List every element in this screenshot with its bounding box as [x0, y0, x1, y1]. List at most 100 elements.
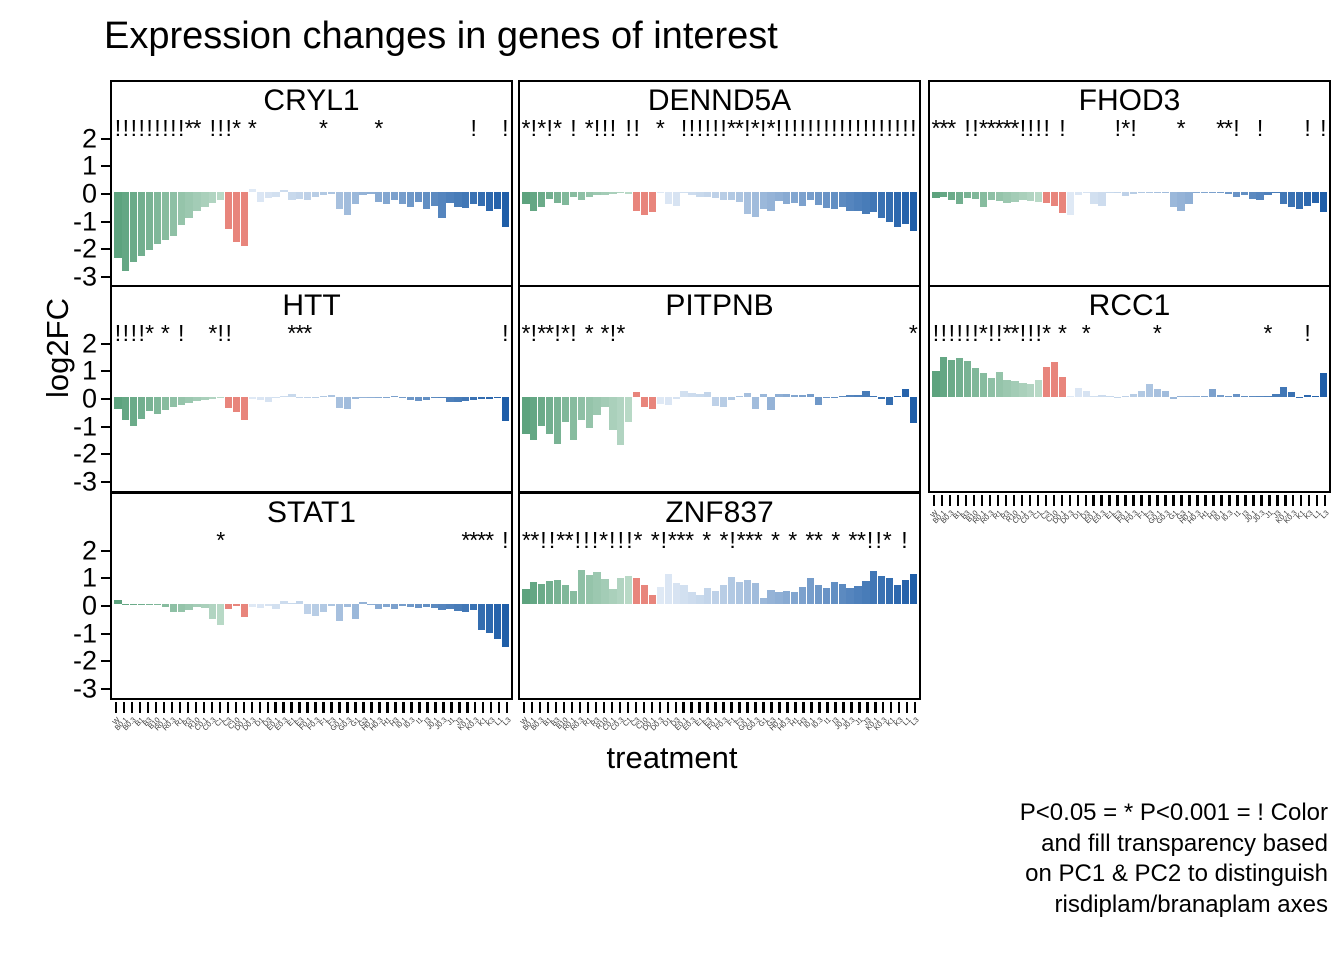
y-tick [101, 248, 110, 251]
bar [1153, 191, 1161, 193]
x-tick [1012, 495, 1016, 506]
x-tick [506, 702, 509, 713]
bar-slot [1296, 325, 1304, 491]
bar [335, 191, 343, 209]
bar [438, 396, 446, 399]
x-tick [948, 495, 952, 506]
bar [909, 396, 917, 424]
bar [343, 191, 351, 216]
bar-slot [696, 325, 704, 491]
facet-panel-znf837: ZNF837**!!**!!!*!!!**!*****!**********!!… [518, 492, 921, 700]
bar-slot [1303, 120, 1312, 286]
bar-slot [478, 532, 486, 698]
bar-slot [948, 325, 956, 491]
x-tick [154, 702, 158, 713]
bar [625, 191, 633, 194]
x-tick [1260, 495, 1263, 506]
bar-slot [696, 532, 704, 698]
bar [145, 396, 154, 412]
bar [799, 395, 807, 397]
x-tick [522, 702, 526, 713]
bar [391, 395, 399, 397]
x-tick-slot [696, 702, 704, 713]
bar [248, 189, 256, 192]
bar [1129, 393, 1138, 397]
bar [870, 571, 878, 604]
bar [232, 603, 241, 606]
facet-strip-label: FHOD3 [1078, 84, 1181, 117]
bar-slot [893, 532, 902, 698]
bar [569, 396, 578, 440]
bar-slot [956, 120, 964, 286]
x-tick [786, 702, 789, 713]
bar [799, 586, 807, 604]
x-tick [458, 702, 461, 713]
bar [727, 191, 736, 201]
x-tick [682, 702, 685, 713]
bar-slot [193, 325, 201, 491]
bar-slot [470, 532, 478, 698]
x-tick [1212, 495, 1215, 506]
x-label-slot: I1 [414, 714, 425, 776]
bar [248, 396, 256, 400]
bar [406, 603, 415, 607]
bar-slot [822, 532, 831, 698]
bar-slot [822, 120, 831, 286]
bar [398, 603, 407, 607]
x-tick-slot [712, 702, 720, 713]
x-tick-slot [152, 702, 160, 713]
bar [225, 396, 233, 408]
bar-slot [553, 325, 562, 491]
x-tick-slot [328, 702, 336, 713]
bar-slot [311, 532, 320, 698]
plot-area-dennd5a: *!*!*!*!!!!!*!!!!!!**!*!*!!!!!!!!!!!!!!!… [518, 120, 921, 288]
bar-slot [454, 120, 462, 286]
bar-slot [1280, 325, 1288, 491]
x-tick [1252, 495, 1255, 506]
bar [1288, 391, 1296, 397]
bar-slot [633, 325, 641, 491]
bar-slot [1114, 325, 1122, 491]
bar-slot [161, 120, 170, 286]
bar [656, 191, 664, 194]
facet-panel-rcc1: RCC1!!!!!!*!!**!!!*****! [928, 285, 1331, 493]
bar [319, 191, 328, 195]
bar-slot [901, 532, 910, 698]
x-tick-slot [791, 702, 799, 713]
bar-slot [791, 120, 799, 286]
y-tick [101, 165, 110, 168]
bar [430, 603, 438, 608]
bar [530, 582, 538, 604]
bar [593, 572, 601, 604]
bar [501, 603, 509, 647]
bar [264, 603, 272, 607]
y-tick-label: 2 [81, 328, 97, 359]
bar [311, 396, 320, 398]
x-tick [1060, 495, 1063, 506]
bar-slot [553, 532, 562, 698]
bar [963, 191, 972, 198]
bar-slot [901, 120, 910, 286]
bar [454, 603, 462, 611]
x-tick-slot [656, 702, 664, 713]
bar [1082, 191, 1090, 194]
bar-slot [759, 532, 767, 698]
x-tick-slot [1321, 495, 1329, 506]
bar [1296, 396, 1304, 398]
bar [185, 603, 193, 610]
x-tick-slot [1170, 495, 1178, 506]
x-tick [794, 702, 797, 713]
bar [664, 574, 672, 604]
bar [264, 191, 272, 198]
bar-slot [585, 325, 593, 491]
bar-slot [704, 120, 712, 286]
bar-slot [414, 325, 423, 491]
x-tick [1076, 495, 1079, 506]
bar-slot [932, 120, 940, 286]
x-tick [170, 702, 174, 713]
bar-slot [727, 532, 736, 698]
bar-slot [1106, 325, 1114, 491]
x-tick-slot [839, 702, 847, 713]
bar [1177, 396, 1185, 398]
